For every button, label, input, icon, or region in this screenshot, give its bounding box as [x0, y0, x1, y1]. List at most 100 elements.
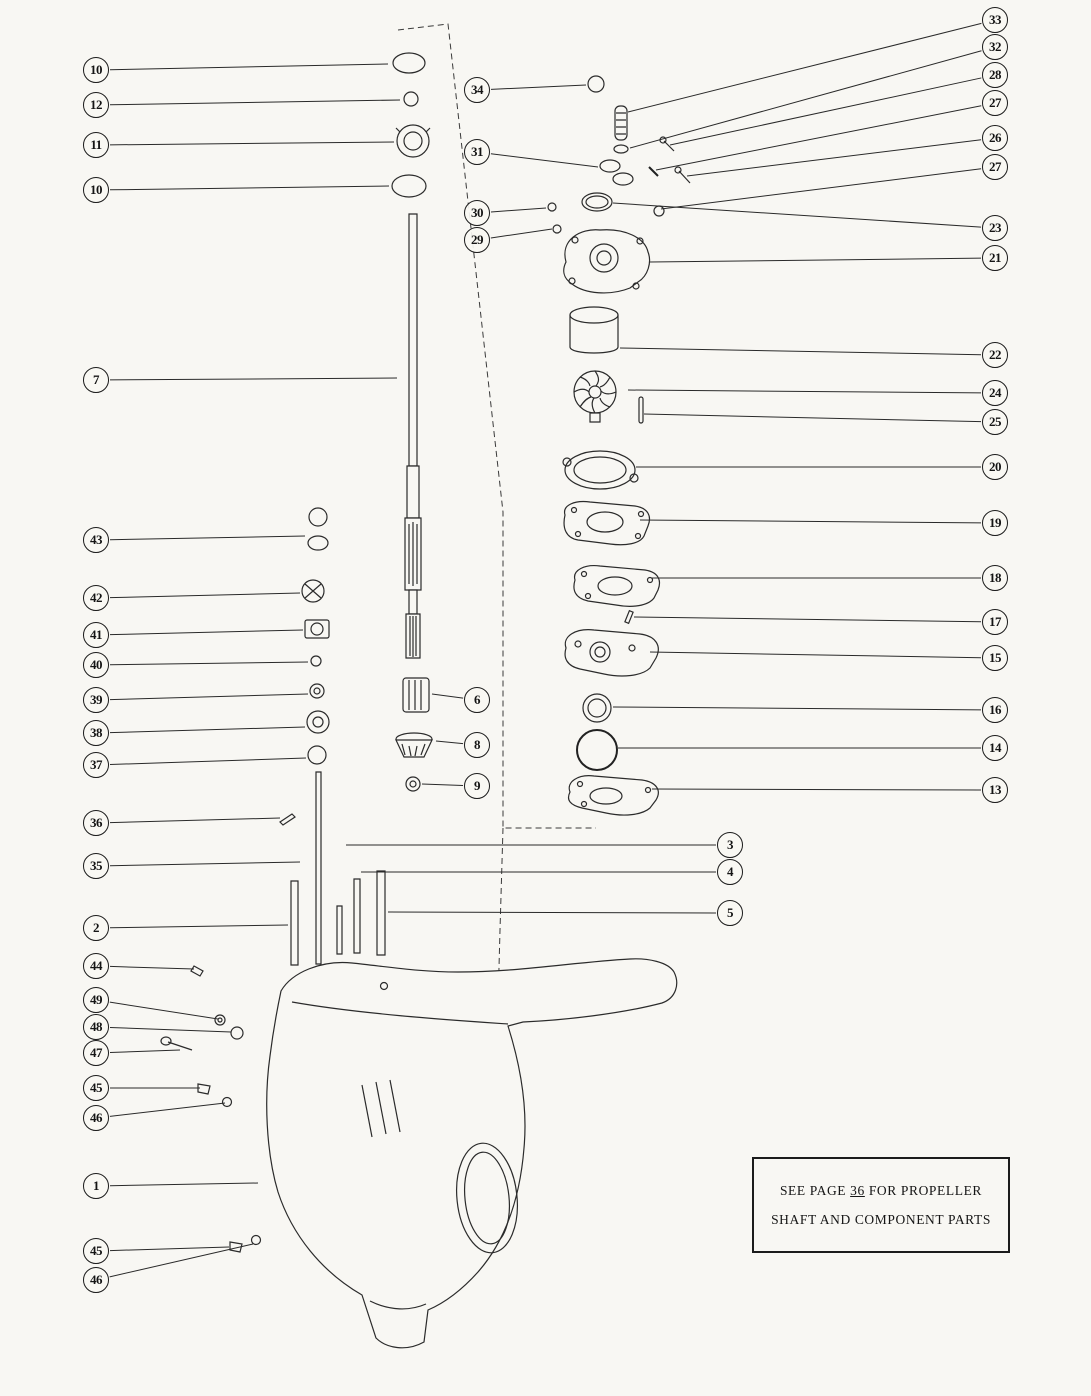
leader-line [421, 783, 464, 786]
callout-28: 28 [982, 62, 1008, 88]
leader-line [109, 817, 281, 824]
leader-line [627, 389, 982, 394]
callout-32: 32 [982, 34, 1008, 60]
leader-line [109, 535, 306, 541]
top-seal-stack [392, 53, 430, 197]
callout-9: 9 [464, 773, 490, 799]
leader-line [109, 592, 301, 599]
callout-46: 46 [83, 1267, 109, 1293]
leader-line [109, 1182, 259, 1187]
callout-27: 27 [982, 154, 1008, 180]
callout-13: 13 [982, 777, 1008, 803]
callout-23: 23 [982, 215, 1008, 241]
callout-29: 29 [464, 227, 490, 253]
callout-4: 4 [717, 859, 743, 885]
note-page-number: 36 [850, 1182, 865, 1198]
leader-line [109, 141, 395, 146]
callout-10: 10 [83, 177, 109, 203]
callout-15: 15 [982, 645, 1008, 671]
callout-44: 44 [83, 953, 109, 979]
leader-line [109, 63, 389, 71]
callout-24: 24 [982, 380, 1008, 406]
leader-line [109, 377, 398, 381]
leader-line [387, 911, 717, 914]
leader-line [649, 651, 982, 659]
callout-6: 6 [464, 687, 490, 713]
callout-38: 38 [83, 720, 109, 746]
leader-line [655, 105, 982, 171]
leader-line [643, 413, 982, 423]
leader-line [490, 228, 553, 239]
callout-31: 31 [464, 139, 490, 165]
callout-3: 3 [717, 832, 743, 858]
callout-37: 37 [83, 752, 109, 778]
callout-12: 12 [83, 92, 109, 118]
leader-line [431, 693, 464, 699]
note-text-post: FOR PROPELLER [868, 1182, 983, 1198]
leader-line [435, 740, 464, 745]
leader-line [669, 77, 982, 146]
leader-line [109, 1027, 232, 1033]
leader-line [660, 168, 982, 210]
callout-16: 16 [982, 697, 1008, 723]
leader-line [612, 706, 982, 711]
leader-line [109, 1243, 254, 1278]
callout-20: 20 [982, 454, 1008, 480]
callout-11: 11 [83, 132, 109, 158]
leader-line [109, 965, 195, 970]
leader-line [109, 757, 307, 766]
leader-line [109, 661, 309, 666]
water-pump-stack [548, 76, 690, 815]
leader-line [490, 207, 547, 213]
callout-1: 1 [83, 1173, 109, 1199]
callout-49: 49 [83, 987, 109, 1013]
callout-41: 41 [83, 622, 109, 648]
leader-line [109, 1001, 219, 1020]
reference-note-box: SEE PAGE 36 FOR PROPELLER SHAFT AND COMP… [752, 1157, 1010, 1253]
leader-line [627, 22, 982, 113]
callout-35: 35 [83, 853, 109, 879]
callout-5: 5 [717, 900, 743, 926]
callout-19: 19 [982, 510, 1008, 536]
housing-fasteners [161, 966, 261, 1252]
callout-48: 48 [83, 1014, 109, 1040]
callout-25: 25 [982, 409, 1008, 435]
callout-10: 10 [83, 57, 109, 83]
leader-line [109, 629, 304, 636]
pinion-gear-group [396, 678, 432, 791]
leader-line [109, 924, 289, 929]
callout-36: 36 [83, 810, 109, 836]
note-line-2: SHAFT AND COMPONENT PARTS [771, 1211, 991, 1227]
mid-bearing-stack [302, 508, 329, 764]
leader-line [633, 616, 982, 623]
callout-40: 40 [83, 652, 109, 678]
leader-line [109, 1246, 230, 1252]
callout-43: 43 [83, 527, 109, 553]
callout-21: 21 [982, 245, 1008, 271]
leader-line [629, 50, 982, 149]
note-line-1: SEE PAGE 36 FOR PROPELLER [780, 1183, 982, 1199]
callout-8: 8 [464, 732, 490, 758]
gear-housing [267, 959, 677, 1348]
leader-line [109, 726, 306, 734]
callout-46: 46 [83, 1105, 109, 1131]
callout-14: 14 [982, 735, 1008, 761]
leader-line [490, 84, 587, 90]
drive-shaft [405, 214, 421, 658]
leader-line [109, 185, 390, 191]
callout-33: 33 [982, 7, 1008, 33]
leader-line [619, 347, 982, 356]
leader-line [686, 139, 982, 177]
callout-42: 42 [83, 585, 109, 611]
leader-line [612, 202, 982, 228]
callout-45: 45 [83, 1075, 109, 1101]
leader-line [109, 1102, 226, 1117]
callout-18: 18 [982, 565, 1008, 591]
callout-30: 30 [464, 200, 490, 226]
callout-45: 45 [83, 1238, 109, 1264]
callout-39: 39 [83, 687, 109, 713]
callout-47: 47 [83, 1040, 109, 1066]
callout-17: 17 [982, 609, 1008, 635]
